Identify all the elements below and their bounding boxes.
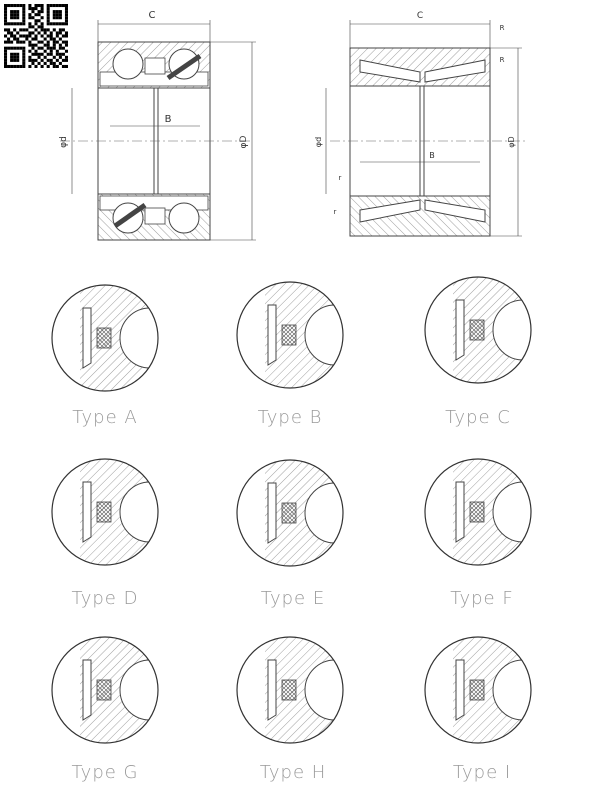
seal-detail-type-e: [236, 459, 344, 567]
seal-detail-type-g: [51, 636, 159, 744]
type-g-label: Type G: [71, 762, 139, 783]
seal-detail-type-b: [236, 281, 344, 389]
type-d-label: Type D: [71, 588, 139, 609]
dim-d-right: φd: [314, 137, 323, 147]
type-f-label: Type F: [450, 588, 514, 609]
type-a-label: Type A: [72, 407, 138, 428]
seal-detail-type-d: [51, 458, 159, 566]
seal-detail-type-c: [424, 276, 532, 384]
type-i-label: Type I: [452, 762, 512, 783]
seal-details: [51, 276, 532, 744]
dim-b-right: B: [429, 151, 435, 160]
seal-detail-type-f: [424, 458, 532, 566]
tapered-bearing-section: C B φd φD R R r r: [314, 11, 525, 237]
dim-r2: r: [334, 208, 337, 216]
dim-D-right: φD: [507, 136, 516, 147]
dim-b-left: B: [165, 114, 172, 125]
dim-D-left: φD: [239, 136, 249, 149]
type-b-label: Type B: [257, 407, 323, 428]
type-c-label: Type C: [445, 407, 511, 428]
ball-bearing-section: C B φd φD: [59, 10, 256, 241]
seal-detail-type-h: [236, 636, 344, 744]
dim-c-left: C: [149, 10, 156, 21]
dim-d-left: φd: [59, 136, 69, 148]
dim-r1: r: [339, 174, 342, 182]
seal-detail-type-a: [51, 284, 159, 392]
seal-detail-type-i: [424, 636, 532, 744]
type-e-label: Type E: [260, 588, 326, 609]
type-h-label: Type H: [259, 762, 327, 783]
dim-R1: R: [500, 24, 505, 32]
dim-R2: R: [500, 56, 505, 64]
dim-c-right: C: [417, 11, 423, 21]
qr-code-icon: [4, 4, 68, 68]
